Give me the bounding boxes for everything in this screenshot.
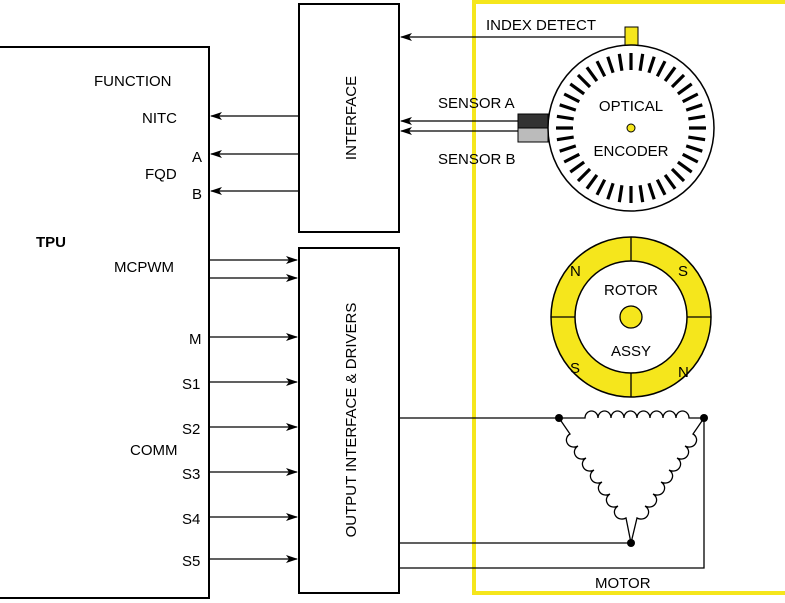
encoder-slot (617, 53, 624, 71)
index-detect-sensor (624, 26, 639, 48)
rotor-label-1: ROTOR (604, 282, 658, 299)
m-label: M (189, 331, 202, 348)
sensor-a-block (517, 113, 549, 129)
encoder-slot (617, 185, 624, 203)
rotor-pole-s-bottom: S (570, 360, 580, 377)
fqd-label: FQD (145, 166, 177, 183)
encoder-slot (559, 144, 577, 153)
encoder-slot (638, 185, 645, 203)
interface-label: INTERFACE (343, 76, 360, 160)
rotor-pole-s-top: S (678, 263, 688, 280)
tpu-block (0, 46, 210, 599)
s1-label: S1 (182, 376, 200, 393)
encoder-label-1: OPTICAL (599, 98, 663, 115)
nitc-label: NITC (142, 110, 177, 127)
encoder-slot (563, 92, 581, 104)
encoder-slot (685, 144, 703, 153)
motor-enclosure-border (472, 0, 785, 595)
encoder-slot (576, 167, 592, 183)
encoder-slot (688, 114, 706, 121)
encoder-slot (576, 73, 592, 89)
encoder-slot (563, 152, 581, 164)
tpu-label: TPU (36, 234, 66, 251)
drivers-label: OUTPUT INTERFACE & DRIVERS (343, 303, 360, 538)
encoder-slot (676, 82, 693, 96)
rotor-pole-n-bottom: N (678, 364, 689, 381)
encoder-slot (681, 92, 699, 104)
encoder-slot (663, 66, 677, 83)
encoder-slot (569, 160, 586, 174)
encoder-slot (556, 114, 574, 121)
sensor-a-label: SENSOR A (438, 95, 515, 112)
rotor-pole-n-top: N (570, 263, 581, 280)
encoder-slot (595, 178, 607, 196)
s2-label: S2 (182, 421, 200, 438)
rotor-shaft (619, 305, 643, 329)
interface-block (298, 3, 400, 233)
motor-label: MOTOR (595, 575, 651, 592)
encoder-slot (685, 103, 703, 112)
encoder-slot (647, 182, 656, 200)
comm-label: COMM (130, 442, 178, 459)
encoder-slot (559, 103, 577, 112)
s3-label: S3 (182, 466, 200, 483)
encoder-slot (606, 56, 615, 74)
encoder-slot (595, 60, 607, 78)
encoder-slot (681, 152, 699, 164)
sensor-b-label: SENSOR B (438, 151, 516, 168)
rotor-label-2: ASSY (611, 343, 651, 360)
index-detect-label: INDEX DETECT (486, 17, 596, 34)
phase-wire-3 (399, 418, 705, 569)
encoder-slot (663, 173, 677, 190)
drivers-block (298, 247, 400, 594)
encoder-label-2: ENCODER (593, 143, 668, 160)
s5-label: S5 (182, 553, 200, 570)
encoder-hub (626, 123, 636, 133)
fqd-b-label: B (192, 186, 202, 203)
encoder-slot (585, 173, 599, 190)
encoder-slots (556, 53, 706, 203)
encoder-slot (670, 73, 686, 89)
function-label: FUNCTION (94, 73, 172, 90)
encoder-slot (655, 60, 667, 78)
encoder-slot (670, 167, 686, 183)
sensor-b-block (517, 127, 549, 143)
encoder-slot (688, 135, 706, 142)
motor-windings (558, 410, 705, 544)
fqd-a-label: A (192, 149, 202, 166)
encoder-slot (569, 82, 586, 96)
encoder-slot (585, 66, 599, 83)
encoder-slot (556, 135, 574, 142)
s4-label: S4 (182, 511, 200, 528)
encoder-slot (606, 182, 615, 200)
encoder-slot (647, 56, 656, 74)
mcpwm-label: MCPWM (114, 259, 174, 276)
encoder-slot (655, 178, 667, 196)
encoder-slot (638, 53, 645, 71)
encoder-slot (676, 160, 693, 174)
